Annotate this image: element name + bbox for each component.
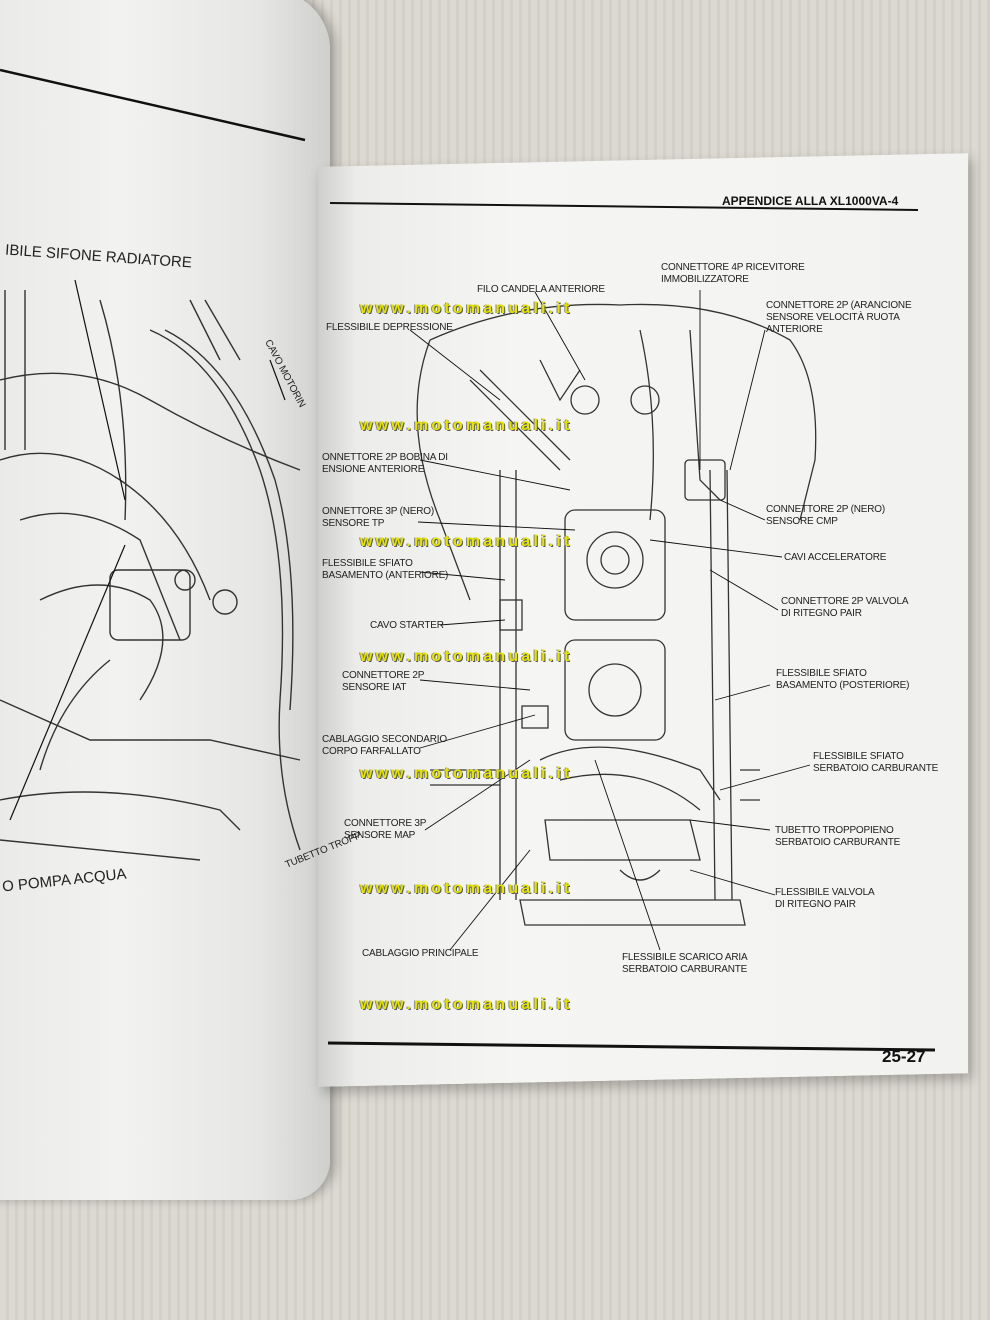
leader-lines bbox=[409, 290, 811, 951]
label-connettore-3p-map: CONNETTORE 3P SENSORE MAP bbox=[344, 818, 427, 841]
label-flessibile-depressione: FLESSIBILE DEPRESSIONE bbox=[326, 322, 453, 333]
label-connettore-4p: CONNETTORE 4P RICEVITORE IMMOBILIZZATORE bbox=[661, 262, 805, 285]
page-header-title: APPENDICE ALLA XL1000VA-4 bbox=[722, 194, 899, 208]
label-connettore-2p-cmp: CONNETTORE 2P (NERO) SENSORE CMP bbox=[766, 504, 885, 527]
label-connettore-2p-arancione: CONNETTORE 2P (ARANCIONE SENSORE VELOCIT… bbox=[766, 300, 912, 335]
label-sfiato-posteriore: FLESSIBILE SFIATO BASAMENTO (POSTERIORE) bbox=[776, 668, 910, 691]
watermark: www.motomanuali.it bbox=[360, 417, 573, 434]
page-number: 25-27 bbox=[882, 1047, 926, 1066]
label-sfiato-serbatoio: FLESSIBILE SFIATO SERBATOIO CARBURANTE bbox=[813, 751, 939, 774]
label-cavi-acceleratore: CAVI ACCELERATORE bbox=[784, 552, 887, 563]
watermark: www.motomanuali.it bbox=[360, 765, 573, 782]
label-valvola-pair: FLESSIBILE VALVOLA DI RITEGNO PAIR bbox=[775, 887, 875, 910]
watermark: www.motomanuali.it bbox=[360, 533, 573, 550]
header-rule bbox=[329, 202, 919, 211]
leader-left-2 bbox=[9, 544, 126, 821]
watermark: www.motomanuali.it bbox=[360, 300, 573, 317]
watermark: www.motomanuali.it bbox=[360, 996, 573, 1013]
leader-left-1 bbox=[74, 279, 126, 501]
watermark: www.motomanuali.it bbox=[360, 880, 573, 897]
label-cablaggio-principale: CABLAGGIO PRINCIPALE bbox=[362, 948, 479, 959]
label-sfiato-anteriore: FLESSIBILE SFIATO BASAMENTO (ANTERIORE) bbox=[322, 558, 449, 581]
left-page bbox=[0, 0, 330, 1200]
label-tubetto-troppopieno: TUBETTO TROPPOPIENO SERBATOIO CARBURANTE bbox=[775, 825, 901, 848]
label-connettore-2p-pair: CONNETTORE 2P VALVOLA DI RITEGNO PAIR bbox=[781, 596, 909, 619]
footer-rule bbox=[327, 1041, 936, 1052]
watermark: www.motomanuali.it bbox=[360, 648, 573, 665]
label-scarico-aria: FLESSIBILE SCARICO ARIA SERBATOIO CARBUR… bbox=[622, 952, 748, 975]
label-cablaggio-secondario: CABLAGGIO SECONDARIO CORPO FARFALLATO bbox=[322, 734, 447, 757]
left-header-rule bbox=[0, 68, 306, 142]
label-connettore-2p-iat: CONNETTORE 2P SENSORE IAT bbox=[342, 670, 425, 693]
left-engine-drawing bbox=[0, 290, 301, 861]
frame-drawing bbox=[416, 303, 817, 926]
label-filo-candela: FILO CANDELA ANTERIORE bbox=[477, 284, 605, 295]
label-connettore-3p-tp: ONNETTORE 3P (NERO) SENSORE TP bbox=[322, 506, 434, 529]
label-connettore-2p-bobina: ONNETTORE 2P BOBINA DI ENSIONE ANTERIORE bbox=[322, 452, 448, 475]
label-cavo-starter: CAVO STARTER bbox=[370, 620, 444, 631]
leader-left-3 bbox=[269, 359, 286, 401]
